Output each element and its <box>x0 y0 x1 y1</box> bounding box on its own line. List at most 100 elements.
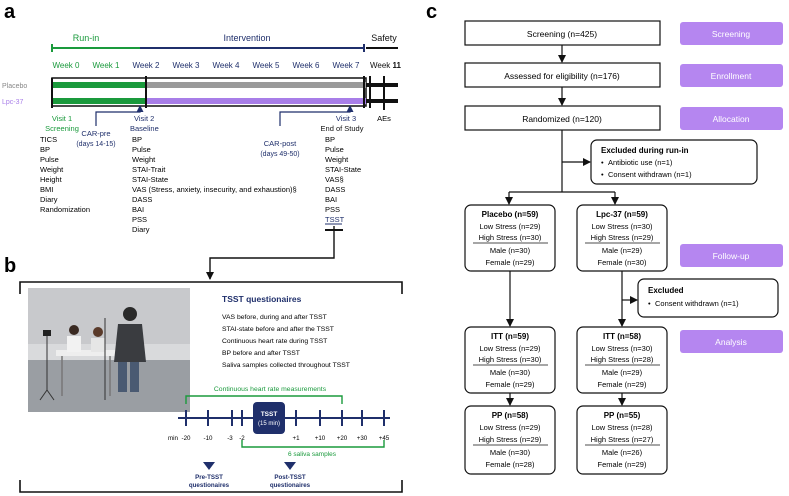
itt-left-row: Low Stress (n=29) <box>479 344 541 353</box>
tsst-box-sub: (15 min) <box>258 421 280 427</box>
week-2: Week 2 <box>133 61 161 70</box>
visit-1-item: Randomization <box>40 205 90 214</box>
week-1: Week 1 <box>93 61 121 70</box>
visit-3-item: STAI-State <box>325 165 361 174</box>
panel-b-bracket-bottom <box>19 480 403 493</box>
box-pp-placebo <box>464 405 556 475</box>
pre-tsst-label-2: questionaires <box>189 482 230 489</box>
panel-label-b: b <box>4 255 16 277</box>
visit-3-item: VAS§ <box>325 175 344 184</box>
pp-left-row: Female (n=28) <box>486 460 535 469</box>
pp-right-row: Low Stress (n=28) <box>591 423 653 432</box>
panel-label-c: c <box>426 1 437 23</box>
tsst-item: VAS before, during and after TSST <box>222 314 327 321</box>
visit-2-item: Diary <box>132 225 150 234</box>
svg-text:•: • <box>601 158 604 167</box>
phase-runin: Run-in <box>73 33 100 43</box>
tsst-tick: +10 <box>315 435 326 442</box>
visit-2-item: VAS (Stress, anxiety, insecurity, and ex… <box>132 185 297 194</box>
stage-enrollment <box>680 64 783 87</box>
randomized-text: Randomized (n=120) <box>522 114 602 124</box>
excluded-title: Excluded <box>648 286 684 295</box>
visit-3-item: Pulse <box>325 145 344 154</box>
pp-left-row: High Stress (n=29) <box>479 435 542 444</box>
post-tsst-marker <box>284 462 296 470</box>
tsst-photo <box>28 288 190 412</box>
box-screening <box>464 20 661 46</box>
visit-1-item: BP <box>40 145 50 154</box>
excluded-item: Consent withdrawn (n=1) <box>655 299 739 308</box>
arm-lpc-label: Lpc-37 <box>2 99 24 106</box>
week-5: Week 5 <box>253 61 281 70</box>
tsst-tick: +1 <box>292 435 300 442</box>
visit-1-subtitle: Screening <box>45 124 79 133</box>
itt-right-row: High Stress (n=28) <box>591 355 654 364</box>
tsst-connector-arrow <box>206 226 335 280</box>
tsst-box <box>253 402 285 434</box>
pp-left-row: Male (n=30) <box>490 448 531 457</box>
week-0: Week 0 <box>53 61 81 70</box>
hr-label: Continuous heart rate measurements <box>214 386 327 393</box>
car-pre-title: CAR-pre <box>81 129 110 138</box>
itt-left-row: Female (n=29) <box>486 380 535 389</box>
visit-1-item: BMI <box>40 185 53 194</box>
visit-1-item: Pulse <box>40 155 59 164</box>
placebo-row: Male (n=30) <box>490 246 531 255</box>
visit-1-item: TICS <box>40 135 57 144</box>
pp-left-title: PP (n=58) <box>492 411 529 420</box>
pp-right-row: High Stress (n=27) <box>591 435 654 444</box>
post-tsst-label: Post-TSST <box>274 474 306 481</box>
tsst-item: Saliva samples collected throughout TSST <box>222 362 350 369</box>
tsst-item: Continuous heart rate during TSST <box>222 338 327 345</box>
visit-2-item: STAI-State <box>132 175 168 184</box>
pre-tsst-label: Pre-TSST <box>195 474 223 481</box>
visit-1-item: Weight <box>40 165 64 174</box>
camera <box>43 330 51 336</box>
itt-right-title: ITT (n=58) <box>603 332 641 341</box>
itt-right-row: Female (n=29) <box>598 380 647 389</box>
visit-3-subtitle: End of Study <box>321 124 364 133</box>
eligibility-text: Assessed for eligibility (n=176) <box>504 71 620 81</box>
tsst-tick-labels: min -20 -10 -3 -2 +1 +10 +20 +30 +45 <box>168 435 390 442</box>
car-post-arrow <box>279 105 354 126</box>
runin-bar-lpc <box>52 98 146 104</box>
lpc-row: High Stress (n=29) <box>591 233 654 242</box>
excluded-runin-item: Antibiotic use (n=1) <box>608 158 673 167</box>
aes-label: AEs <box>377 114 391 123</box>
itt-right-row: Low Stress (n=30) <box>591 344 653 353</box>
runin-bar-placebo <box>52 82 146 88</box>
placebo-title: Placebo (n=59) <box>482 210 539 219</box>
tsst-item: BP before and after TSST <box>222 350 300 357</box>
itt-left-row: Male (n=30) <box>490 368 531 377</box>
week-labels: Week 0 Week 1 Week 2 Week 3 Week 4 Week … <box>53 61 402 70</box>
itt-left-row: High Stress (n=30) <box>479 355 542 364</box>
tsst-tick: +45 <box>379 435 390 442</box>
tsst-tick-min: min <box>168 435 179 442</box>
itt-left-title: ITT (n=59) <box>491 332 529 341</box>
visit-1-item: Diary <box>40 195 58 204</box>
visit-2-subtitle: Baseline <box>130 124 159 133</box>
visit-3-item: PSS <box>325 205 340 214</box>
panel-b-bracket-top <box>19 281 403 294</box>
lpc-bar <box>146 98 366 104</box>
visit-3-item: Weight <box>325 155 349 164</box>
tsst-tick: -2 <box>239 435 245 442</box>
stage-allocation <box>680 107 783 130</box>
pp-right-title: PP (n=55) <box>604 411 641 420</box>
visit-2-item: STAI-Trait <box>132 165 166 174</box>
panelist-2 <box>93 327 103 337</box>
tsst-box-title: TSST <box>261 411 278 418</box>
visit-3-item: BAI <box>325 195 337 204</box>
panelist-1 <box>69 325 79 335</box>
visit-2-item: Pulse <box>132 145 151 154</box>
week-11: Week 11 <box>370 61 402 70</box>
stage-screening-label: Screening <box>712 29 751 39</box>
lpc-row: Male (n=29) <box>602 246 643 255</box>
svg-text:•: • <box>648 299 651 308</box>
visit-3-title: Visit 3 <box>336 114 356 123</box>
lpc-title: Lpc-37 (n=59) <box>596 210 648 219</box>
placebo-row: High Stress (n=30) <box>479 233 542 242</box>
stage-follow-up <box>680 244 783 267</box>
phase-intervention: Intervention <box>223 33 270 43</box>
